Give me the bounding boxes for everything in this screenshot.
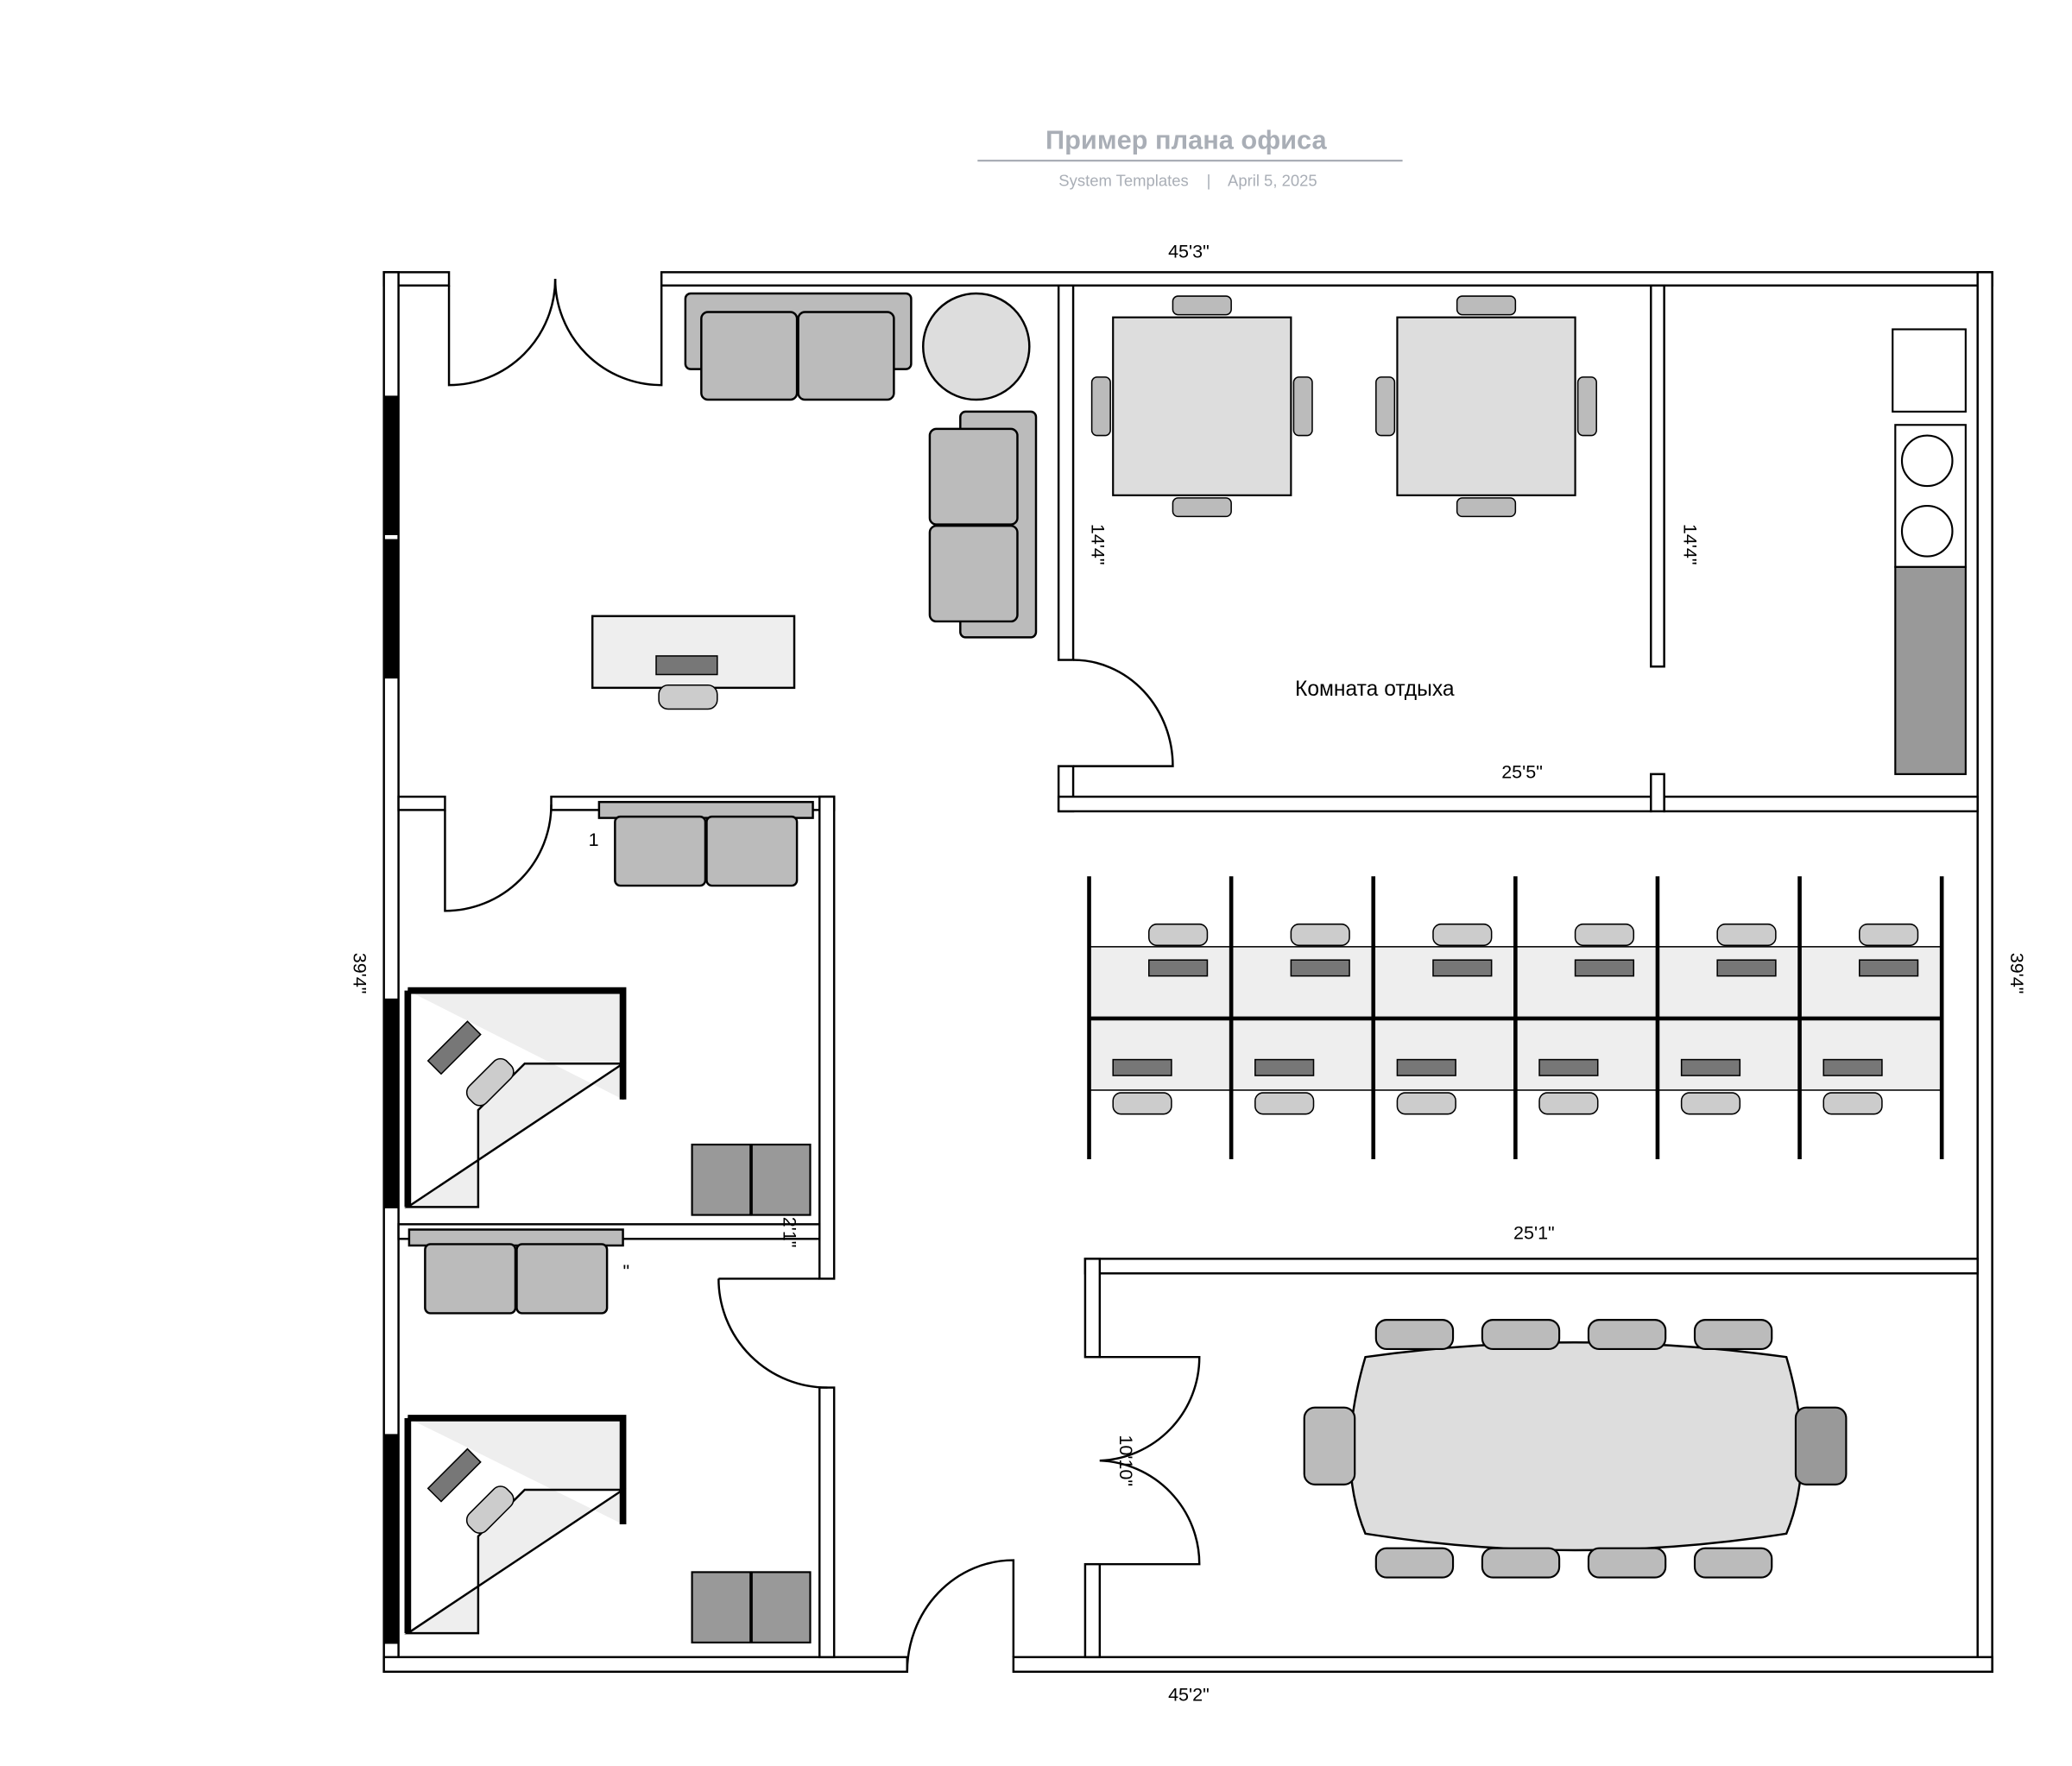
dim-office-partial: 1	[589, 829, 599, 850]
chair	[1375, 376, 1396, 437]
chair	[1576, 376, 1597, 437]
dim-break-room-height: 14'4"	[1088, 524, 1109, 565]
window	[383, 539, 399, 679]
conference-chair	[1587, 1547, 1667, 1579]
template-source: System Templates	[1058, 171, 1188, 189]
computer	[1147, 959, 1209, 977]
computer	[1859, 959, 1919, 977]
lobby-sofa-side	[928, 410, 1038, 639]
header-separator: |	[1207, 171, 1211, 189]
dim-kitchen-height: 14'4"	[1680, 524, 1701, 565]
computer	[1254, 1058, 1315, 1076]
sink	[1900, 505, 1954, 558]
kitchen-counter	[1894, 565, 1967, 775]
window	[383, 395, 399, 535]
computer	[1716, 959, 1777, 977]
conference-chair	[1587, 1319, 1667, 1351]
office-chair	[1538, 1092, 1599, 1115]
office-chair	[1290, 923, 1350, 947]
walls	[382, 271, 1993, 1674]
conference-chair	[1303, 1406, 1356, 1485]
computer	[1538, 1058, 1599, 1076]
computer	[1432, 959, 1493, 977]
dim-right: 39'4"	[2006, 953, 2027, 994]
page-title: Пример плана офиса	[1045, 124, 1327, 155]
sink	[1900, 434, 1954, 488]
office-chair	[1147, 923, 1209, 947]
conference-chair	[1481, 1319, 1561, 1351]
conference-room	[1303, 1319, 1848, 1579]
office-chair	[1432, 923, 1493, 947]
chair	[1172, 295, 1232, 316]
refrigerator	[1892, 328, 1967, 413]
break-room-label: Комната отдыха	[1295, 678, 1455, 701]
computer	[1680, 1058, 1741, 1076]
office-chair	[1254, 1092, 1315, 1115]
dim-open-area-width: 25'1"	[1513, 1222, 1555, 1243]
conference-table	[1349, 1341, 1804, 1552]
office-2	[404, 1228, 812, 1644]
computer	[1574, 959, 1635, 977]
doors	[444, 279, 1201, 1672]
dim-top: 45'3"	[1168, 241, 1210, 262]
conference-door-bottom	[1099, 1459, 1201, 1566]
office-2-door	[717, 1277, 828, 1389]
office-chair	[1396, 1092, 1456, 1115]
chair	[1456, 295, 1517, 316]
conference-door-top	[1099, 1355, 1201, 1462]
reception-desk	[591, 615, 796, 710]
round-table	[922, 292, 1031, 401]
workstations	[1087, 876, 1944, 1159]
office-chair	[1822, 1092, 1883, 1115]
dim-conference-door: 10'10"	[1115, 1435, 1136, 1486]
dim-bottom: 45'2"	[1168, 1685, 1210, 1706]
conference-chair	[1794, 1406, 1848, 1485]
break-room-tables	[1090, 295, 1597, 518]
dim-office-partial: 2'1"	[780, 1217, 800, 1248]
dim-break-room-width: 25'5"	[1501, 761, 1543, 782]
chair	[1292, 376, 1313, 437]
entrance-door-left	[447, 279, 557, 387]
window	[383, 1434, 399, 1644]
conference-chair	[1374, 1319, 1455, 1351]
office-1-door	[444, 804, 553, 912]
dining-table	[1112, 316, 1292, 496]
dining-table	[1396, 316, 1576, 496]
computer	[1112, 1058, 1172, 1076]
office-chair	[1574, 923, 1635, 947]
break-room-door	[1073, 659, 1174, 767]
office-1	[404, 800, 814, 1216]
conference-chair	[1693, 1319, 1773, 1351]
template-date: April 5, 2025	[1228, 171, 1317, 189]
office-chair	[1112, 1092, 1172, 1115]
window	[383, 998, 399, 1208]
computer	[1290, 959, 1350, 977]
chair	[1456, 497, 1517, 518]
dim-left: 39'4"	[349, 953, 370, 994]
computer	[1396, 1058, 1456, 1076]
chair	[1172, 497, 1232, 518]
dim-office-partial: "	[623, 1261, 630, 1282]
chair	[1090, 376, 1111, 437]
windows	[383, 395, 399, 1644]
office-chair	[1859, 923, 1919, 947]
dimensions: 45'3" 45'2" 39'4" 39'4" 14'4" 14'4" 25'5…	[349, 241, 2027, 1705]
lobby-sofa	[684, 292, 913, 401]
computer	[1822, 1058, 1883, 1076]
main-exit-door	[906, 1559, 1015, 1672]
entrance-door-right	[553, 279, 663, 387]
conference-chair	[1481, 1547, 1561, 1579]
kitchen	[1892, 328, 1967, 775]
office-chair	[1680, 1092, 1741, 1115]
office-chair	[1716, 923, 1777, 947]
conference-chair	[1374, 1547, 1455, 1579]
conference-chair	[1693, 1547, 1773, 1579]
